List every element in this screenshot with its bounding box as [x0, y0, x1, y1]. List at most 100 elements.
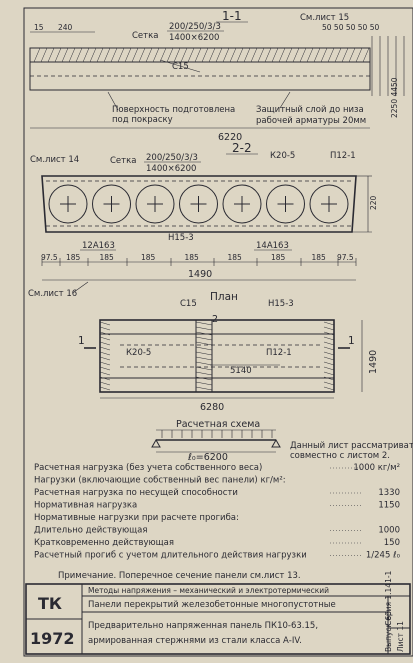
hatch-line	[47, 47, 55, 63]
scheme-note-2: совместно с листом 2.	[290, 451, 390, 461]
plan-p12: П12-1	[266, 348, 292, 358]
hatch-line	[99, 356, 111, 361]
mark-1-right: 1	[348, 335, 355, 347]
leader	[107, 91, 119, 111]
plan-view: План С15 Н15-3 2 К20-5 П12-1 5140 1 1 14…	[78, 291, 379, 413]
load-arrows	[161, 430, 273, 438]
dim-15: 15	[34, 23, 44, 32]
hatch-line	[195, 386, 213, 391]
hatch-line	[250, 47, 258, 63]
hatch-line	[99, 326, 111, 331]
hollow-core	[92, 184, 131, 224]
hatch-line	[320, 47, 328, 63]
hatch-line	[195, 326, 213, 331]
hatch-line	[323, 366, 335, 371]
hatch-line	[195, 331, 213, 336]
rebar-k20: К20-5	[270, 151, 295, 161]
load-label: Нормативные нагрузки при расчете прогиба…	[34, 513, 239, 523]
hollow-core	[266, 184, 305, 224]
plan-hatching	[99, 321, 335, 391]
hatch-line	[103, 47, 111, 63]
hatch-line	[334, 47, 342, 63]
hatch-line	[75, 47, 83, 63]
hatch-line	[264, 47, 272, 63]
hatch-line	[271, 47, 279, 63]
dim-label: 185	[141, 253, 156, 262]
dim-label: 185	[100, 253, 115, 262]
hatch-line	[195, 336, 213, 341]
hatch-line	[99, 351, 111, 356]
small-dims: 50 50 50 50 50	[322, 23, 379, 32]
hatch-line	[99, 371, 111, 376]
hatch-line	[201, 47, 209, 63]
hatch-line	[61, 47, 69, 63]
plan-c15: С15	[180, 299, 197, 309]
hatch-line	[180, 47, 188, 63]
hatch-line	[138, 47, 146, 63]
hatch-line	[323, 346, 335, 351]
hatch-line	[99, 381, 111, 386]
hatch-line	[195, 321, 213, 326]
dim-label: 185	[185, 253, 200, 262]
plan-k20: К20-5	[126, 348, 151, 358]
hatch-line	[99, 361, 111, 366]
hatch-line	[195, 351, 213, 356]
stamp-year: 1972	[30, 629, 75, 648]
dim-label: 185	[228, 253, 243, 262]
hatch-line	[323, 326, 335, 331]
hatch-line	[323, 381, 335, 386]
hatch-line	[99, 346, 111, 351]
hollow-core	[48, 184, 88, 224]
sheet-ref-16: См.лист 16	[28, 289, 77, 299]
stamp-right-issue: Выпуск 63	[384, 611, 393, 652]
length-6280: 6280	[200, 402, 224, 413]
stamp-right-sheet: Лист 11	[396, 621, 405, 652]
stamp-row3: армированная стержнями из стали класса А…	[88, 636, 302, 646]
leader	[279, 91, 291, 109]
hatch-line	[323, 371, 335, 376]
hatch-line	[323, 386, 335, 391]
right-end-detail	[371, 36, 405, 96]
cover-note-2: рабочей арматуры 20мм	[256, 116, 366, 126]
cover-note-1: Защитный слой до низа	[256, 105, 364, 115]
hatch-line	[299, 47, 307, 63]
hollow-core	[179, 184, 218, 224]
sheet-ref-14: См.лист 14	[30, 155, 79, 165]
stamp-row1: Панели перекрытий железобетонные многопу…	[88, 600, 336, 610]
hatch-line	[89, 47, 97, 63]
hatch-line	[152, 47, 160, 63]
width-1490: 1490	[368, 350, 379, 374]
hatch-line	[323, 361, 335, 366]
hatch-line	[323, 321, 335, 326]
load-label: Длительно действующая	[34, 526, 147, 536]
section-2-2-title: 2-2	[232, 141, 252, 155]
hatch-line	[117, 47, 125, 63]
hatch-line	[99, 366, 111, 371]
dim-label: 185	[271, 253, 286, 262]
stamp-right-top: Серия 1.141-1	[384, 570, 393, 626]
load-value: 150	[384, 538, 400, 548]
section-1-1: 1-1 См.лист 15 15 240 Сетка 200/250/3/3 …	[29, 9, 405, 143]
support-right	[271, 438, 281, 448]
hatch-line	[173, 47, 181, 63]
hatch-line	[323, 351, 335, 356]
slab-hatching	[33, 47, 370, 63]
hatch-line	[194, 47, 202, 63]
hatch-line	[99, 376, 111, 381]
hatch-line	[292, 47, 300, 63]
stamp-row2: Предварительно напряженная панель ПК10-6…	[88, 621, 318, 631]
bars-left: 12А163	[82, 241, 115, 251]
mesh-spec: 200/250/3/3	[169, 22, 221, 32]
hatch-line	[40, 47, 48, 63]
mesh-spec-2: 200/250/3/3	[146, 153, 198, 163]
hatch-line	[285, 47, 293, 63]
load-label: Нормативная нагрузка	[34, 501, 137, 511]
hatch-line	[99, 341, 111, 346]
hatch-line	[208, 47, 216, 63]
stamp-methods: Методы напряжения – механический и элект…	[88, 586, 329, 595]
scheme-title: Расчетная схема	[176, 419, 260, 430]
dim-label: 97.5	[41, 253, 58, 262]
hatch-line	[195, 341, 213, 346]
load-label: Расчетный прогиб с учетом длительного де…	[34, 551, 307, 561]
